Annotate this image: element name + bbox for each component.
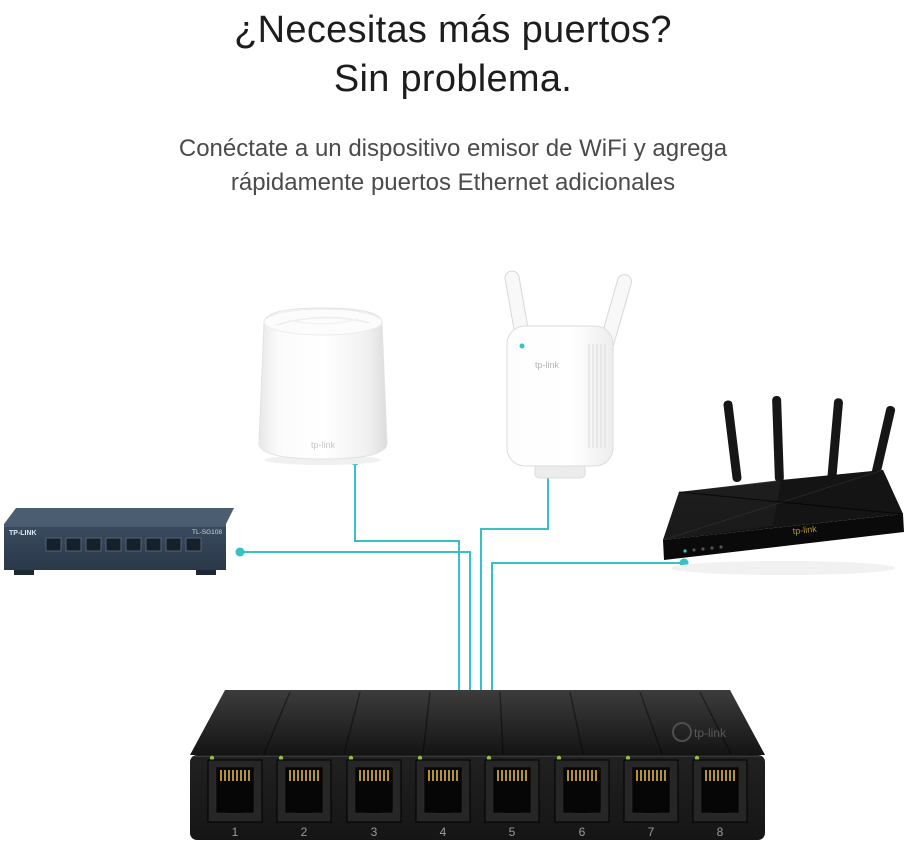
rj45-port-7: 7 (623, 755, 679, 839)
subheadline: Conéctate a un dispositivo emisor de WiF… (0, 132, 906, 200)
link-wifi-router (491, 562, 684, 705)
mesh-router-logo: tp-link (311, 440, 336, 450)
mesh-router-body (258, 307, 388, 460)
main-switch-top: tp-link (190, 690, 765, 755)
rj45-port-3: 3 (346, 755, 402, 839)
extender-logo: tp-link (535, 360, 560, 370)
wifi-range-extender-image: tp-link (504, 270, 632, 479)
metal-desktop-switch-image: TP-LINK TL-SG108 (4, 508, 234, 575)
rj45-port-4: 4 (415, 755, 471, 839)
router-antennas (723, 396, 896, 485)
router-antenna-3 (827, 398, 843, 483)
port-number-3: 3 (371, 825, 378, 839)
port-number-6: 6 (579, 825, 586, 839)
port-number-7: 7 (648, 825, 655, 839)
extender-vents (588, 344, 606, 448)
link-mesh-router (354, 461, 460, 705)
router-logo: tp-link (792, 524, 817, 537)
router-body (662, 469, 904, 560)
mesh-wifi-router-image: tp-link (258, 307, 388, 465)
wifi-router-image: tp-link (662, 396, 904, 575)
router-shadow (671, 561, 895, 575)
main-switch-logo: tp-link (672, 722, 727, 742)
wifi-range-extender: tp-link (495, 260, 645, 485)
main-switch-front (190, 755, 765, 840)
wifi-router: tp-link (655, 390, 906, 585)
port-number-4: 4 (440, 825, 447, 839)
router-antenna-2 (772, 396, 784, 483)
port-number-1: 1 (232, 825, 239, 839)
router-antenna-4 (869, 405, 896, 485)
main-switch-ports: 1 2 3 (207, 755, 748, 839)
rj45-port-5: 5 (484, 755, 540, 839)
metal-switch-brand: TP-LINK (9, 530, 37, 537)
metal-switch-model: TL-SG108 (192, 529, 222, 536)
main-switch-logo-text: tp-link (694, 726, 727, 740)
network-links (240, 461, 684, 705)
metal-switch-ports (45, 537, 202, 552)
extender-led (519, 343, 525, 349)
extender-body (506, 325, 614, 479)
headline: ¿Necesitas más puertos? Sin problema. (0, 6, 906, 104)
port-number-5: 5 (509, 825, 516, 839)
eight-port-switch: tp-link 1 (170, 680, 780, 850)
metal-desktop-switch: TP-LINK TL-SG108 (0, 500, 250, 590)
rj45-port-2: 2 (276, 755, 332, 839)
headline-line2: Sin problema. (333, 58, 573, 100)
link-range-extender (480, 474, 549, 705)
rj45-port-6: 6 (554, 755, 610, 839)
rj45-port-8: 8 (692, 755, 748, 839)
port-number-2: 2 (301, 825, 308, 839)
eight-port-switch-image: tp-link 1 (190, 690, 765, 840)
port-number-8: 8 (717, 825, 724, 839)
router-antenna-1 (723, 400, 742, 483)
mesh-wifi-router: tp-link (248, 295, 398, 470)
rj45-port-1: 1 (207, 755, 263, 839)
subheadline-line2: rápidamente puertos Ethernet adicionales (230, 169, 676, 196)
router-leds (683, 545, 723, 553)
subheadline-line1: Conéctate a un dispositivo emisor de WiF… (178, 135, 728, 162)
dot-metal-switch (235, 547, 245, 557)
link-metal-switch (240, 551, 471, 705)
headline-line1: ¿Necesitas más puertos? (234, 9, 672, 51)
